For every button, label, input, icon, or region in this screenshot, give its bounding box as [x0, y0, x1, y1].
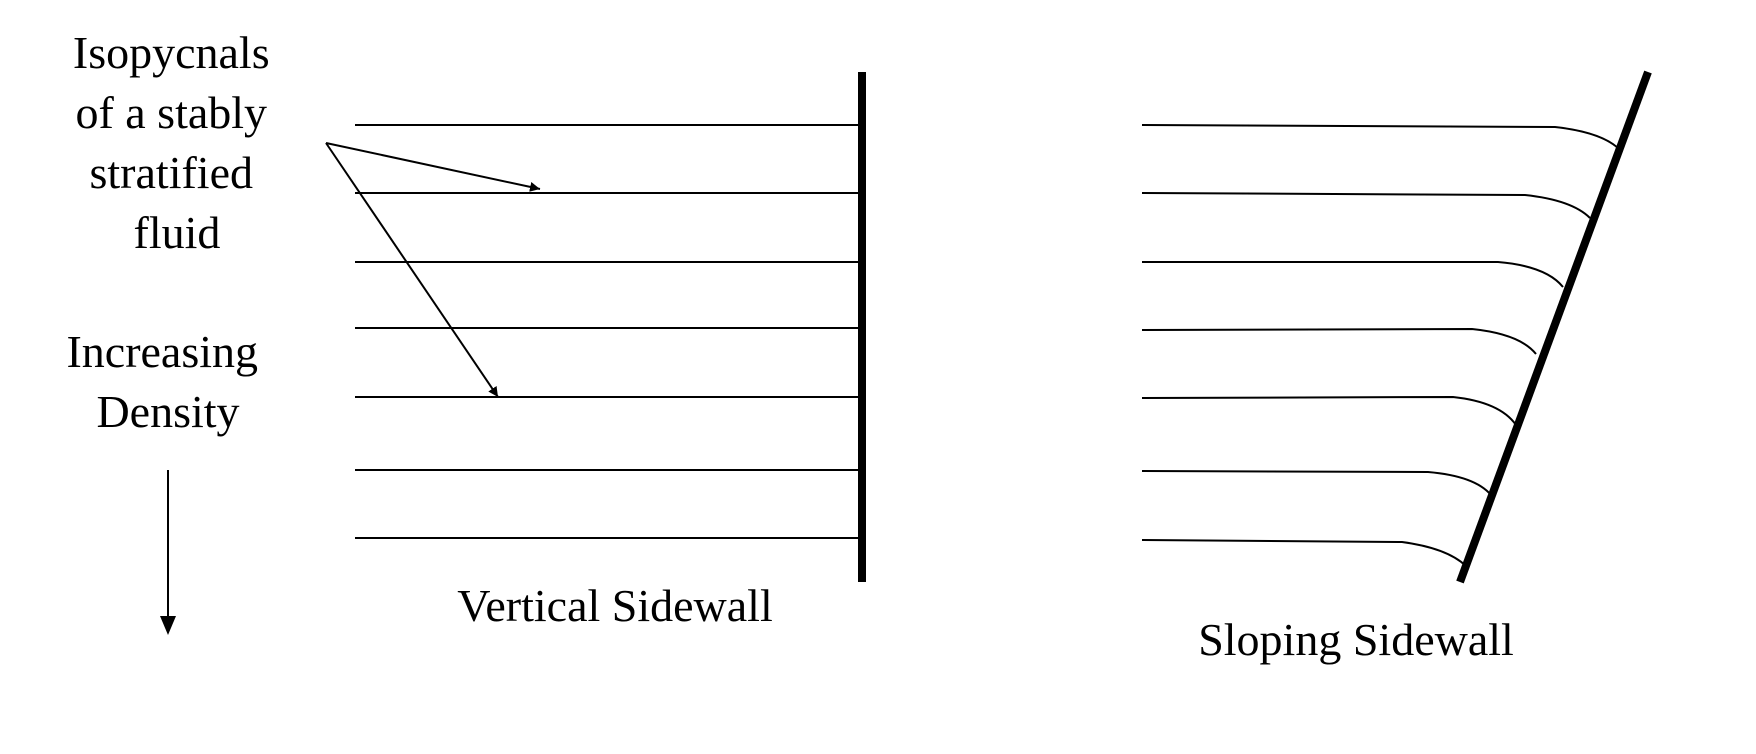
- sloping-sidewall-panel: Sloping Sidewall: [1141, 70, 1652, 665]
- increasing-density-line-1: Increasing: [66, 326, 258, 377]
- density-arrow: [160, 470, 176, 635]
- sloping-isopycnal-line: [1141, 539, 1467, 567]
- vertical-sidewall-caption: Vertical Sidewall: [457, 580, 773, 631]
- sloping-sidewall-caption: Sloping Sidewall: [1198, 614, 1514, 665]
- increasing-density-label: Increasing Density: [66, 326, 269, 437]
- isopycnals-label: Isopycnals of a stably stratified fluid: [73, 27, 281, 258]
- sloping-isopycnal-line: [1141, 395, 1517, 426]
- isopycnals-label-line-1: Isopycnals: [73, 27, 270, 78]
- isopycnals-label-line-3: stratified: [90, 147, 254, 198]
- pointer-arrow-upper: [325, 142, 541, 192]
- isopycnals-label-line-4: fluid: [134, 207, 221, 258]
- sloping-isopycnal-line: [1141, 124, 1619, 149]
- isopycnal-pointer-arrows: [325, 142, 541, 398]
- sloping-isopycnal-line: [1141, 192, 1591, 219]
- sloping-isopycnal-line: [1141, 327, 1537, 355]
- isopycnals-label-line-2: of a stably: [75, 87, 267, 138]
- sloping-isopycnal-line: [1141, 470, 1492, 496]
- sloping-isopycnal-line: [1142, 261, 1564, 288]
- pointer-arrow-lower: [325, 142, 499, 398]
- increasing-density-line-2: Density: [96, 386, 239, 437]
- sloping-sidewall: [1456, 70, 1652, 584]
- vertical-sidewall-panel: Vertical Sidewall: [355, 72, 866, 631]
